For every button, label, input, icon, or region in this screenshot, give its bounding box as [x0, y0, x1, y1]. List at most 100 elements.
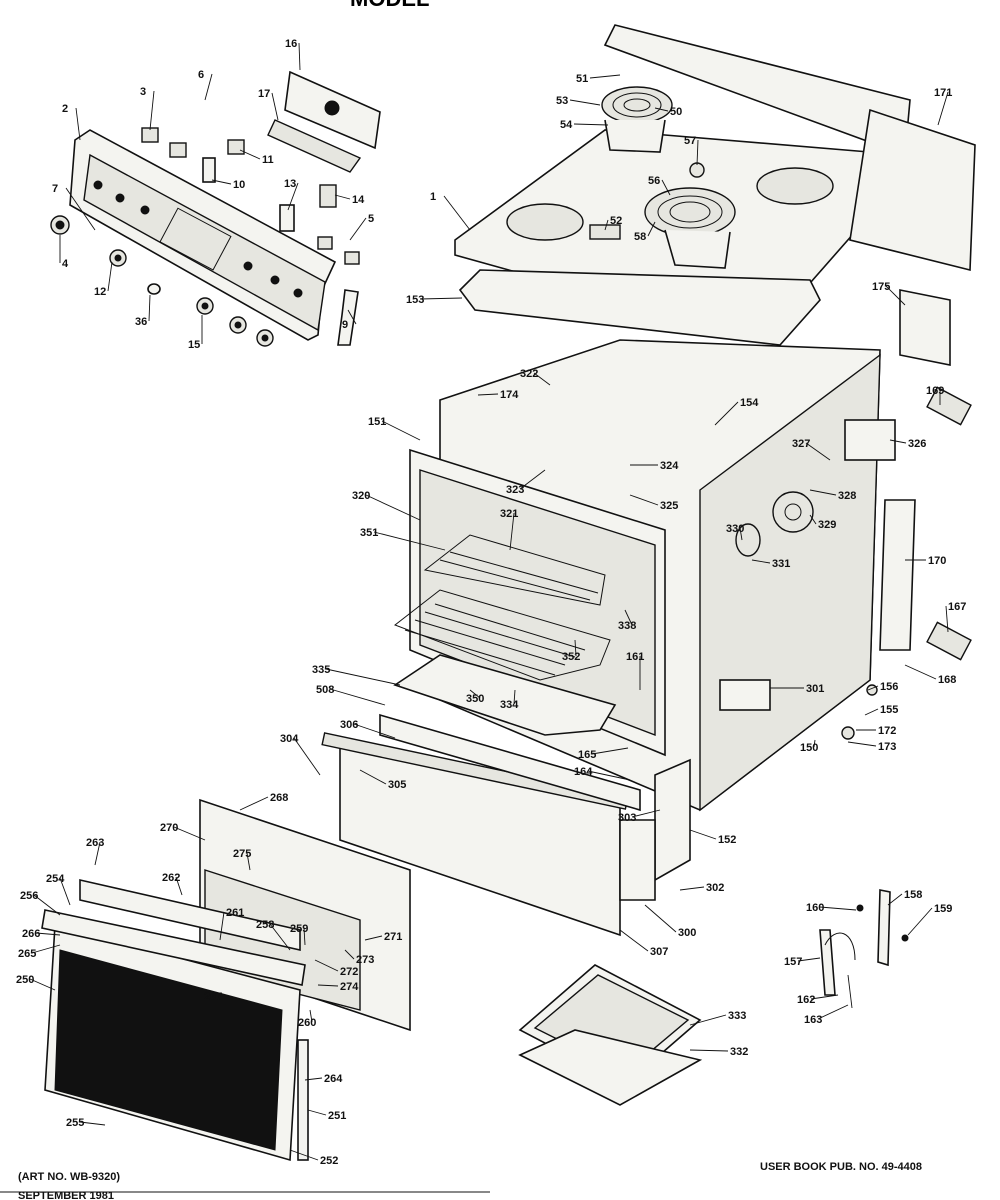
leader-line: [304, 1077, 323, 1081]
leader-line: [647, 221, 656, 237]
leader-line: [907, 907, 933, 936]
leader-line: [246, 852, 251, 871]
part-label-333: 333: [728, 1010, 746, 1022]
part-label-168: 168: [938, 674, 956, 686]
part-label-324: 324: [660, 460, 679, 472]
leader-line: [443, 195, 471, 231]
leader-line: [217, 994, 221, 997]
leader-line: [477, 393, 499, 396]
part-label-171: 171: [934, 87, 952, 99]
leader-line: [696, 139, 699, 166]
leader-line: [79, 1121, 106, 1126]
leader-line: [519, 469, 546, 490]
part-label-159: 159: [934, 903, 952, 915]
part-label-273: 273: [356, 954, 374, 966]
part-label-331: 331: [772, 558, 790, 570]
bottom-note-text: SEPTEMBER 1981: [18, 1190, 114, 1200]
leader-line: [574, 639, 577, 657]
leader-line: [513, 689, 516, 705]
leader-line: [591, 747, 629, 755]
part-label-326: 326: [908, 438, 926, 450]
part-label-329: 329: [818, 519, 836, 531]
part-label-325: 325: [660, 500, 678, 512]
broiler-pan-group: [518, 964, 703, 1106]
leader-line: [864, 708, 879, 716]
leader-line: [271, 92, 279, 121]
part-label-320: 320: [352, 490, 370, 502]
part-label-9: 9: [342, 319, 348, 331]
leader-line: [805, 442, 831, 461]
leader-line: [619, 929, 649, 952]
header-model-text: MODEL: [350, 0, 429, 11]
leader-line: [31, 944, 61, 954]
part-label-351: 351: [360, 527, 378, 539]
part-label-4: 4: [62, 258, 69, 270]
leader-line: [107, 261, 113, 292]
part-label-338: 338: [618, 620, 636, 632]
leader-line: [239, 796, 269, 811]
leader-line: [373, 531, 446, 551]
part-label-274: 274: [340, 981, 359, 993]
leader-line: [35, 932, 61, 936]
part-label-163: 163: [804, 1014, 822, 1026]
leader-line: [589, 74, 621, 79]
part-label-334: 334: [500, 699, 519, 711]
part-label-175: 175: [872, 281, 890, 293]
part-label-157: 157: [784, 956, 802, 968]
part-label-15: 15: [188, 339, 200, 351]
part-label-6: 6: [198, 69, 204, 81]
leader-line: [817, 1004, 849, 1020]
part-label-301: 301: [806, 683, 824, 695]
part-label-54: 54: [560, 119, 573, 131]
part-label-36: 36: [135, 316, 147, 328]
leader-line: [173, 826, 206, 841]
part-label-259: 259: [290, 923, 308, 935]
leader-line: [810, 994, 839, 1000]
part-label-169: 169: [926, 385, 944, 397]
leader-line: [149, 90, 155, 131]
part-label-265: 265: [18, 948, 36, 960]
leader-line: [629, 494, 659, 506]
part-label-152: 152: [718, 834, 736, 846]
control-panel-group: [50, 70, 381, 347]
part-label-13: 13: [284, 178, 296, 190]
part-label-17: 17: [258, 88, 270, 100]
leader-line: [289, 1149, 319, 1161]
leader-line: [469, 689, 481, 699]
leader-line: [329, 688, 386, 706]
leader-line: [867, 685, 879, 691]
leader-line: [509, 512, 515, 551]
part-label-350: 350: [466, 693, 484, 705]
part-label-57: 57: [684, 135, 696, 147]
leader-line: [344, 949, 355, 960]
part-label-10: 10: [233, 179, 245, 191]
leader-line: [239, 149, 261, 160]
leader-line: [604, 219, 609, 231]
part-label-56: 56: [648, 175, 660, 187]
leader-line: [219, 911, 225, 941]
part-labels: 1234567910111213141516173650515253545657…: [16, 38, 966, 1167]
part-label-258: 258: [256, 919, 274, 931]
part-label-165: 165: [578, 749, 596, 761]
leader-line: [809, 514, 817, 525]
leader-line: [569, 99, 601, 106]
leader-line: [309, 1009, 313, 1023]
part-label-50: 50: [670, 106, 682, 118]
leader-line: [654, 107, 669, 112]
leader-line: [797, 957, 821, 962]
leader-line: [211, 179, 232, 185]
part-label-53: 53: [556, 95, 568, 107]
oven-door-group: [41, 713, 656, 1162]
leader-line: [889, 439, 907, 444]
leader-line: [347, 309, 357, 325]
cooktop-group: [454, 24, 976, 366]
leader-line: [847, 741, 877, 747]
part-label-327: 327: [792, 438, 810, 450]
part-label-161: 161: [626, 651, 644, 663]
leader-line: [679, 886, 705, 891]
leader-line: [317, 984, 339, 987]
leader-line: [33, 894, 61, 916]
part-label-270: 270: [160, 822, 178, 834]
part-label-328: 328: [838, 490, 856, 502]
